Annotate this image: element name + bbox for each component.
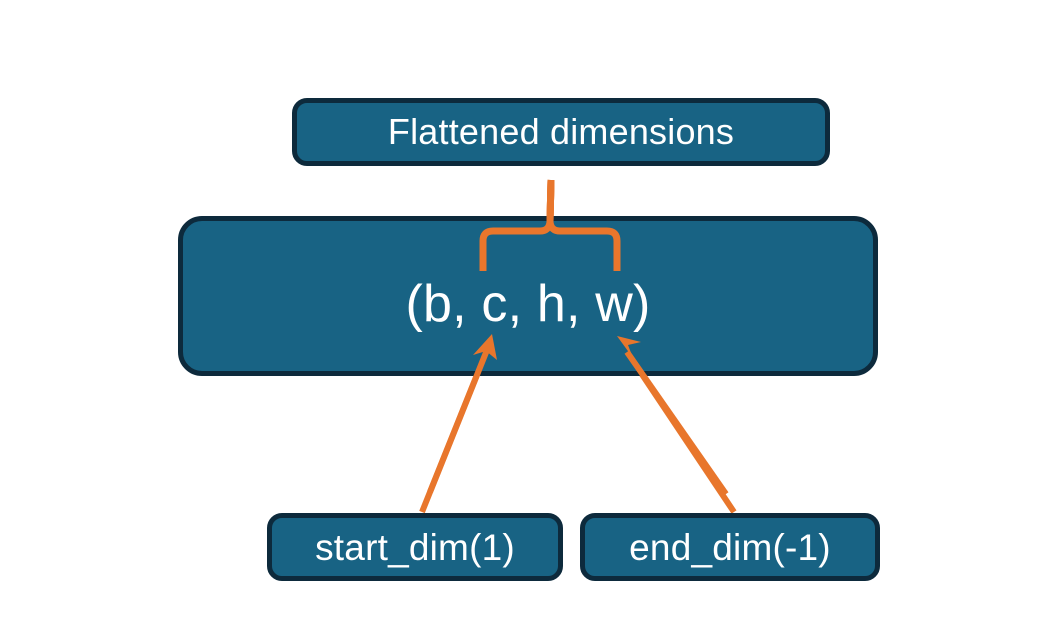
node-flattened-dimensions-label: Flattened dimensions: [387, 111, 735, 152]
node-start-dim: start_dim(1): [267, 513, 563, 581]
node-tensor-shape: (b, c, h, w): [178, 216, 878, 376]
node-start-dim-label: start_dim(1): [315, 526, 515, 568]
node-end-dim-label: end_dim(-1): [629, 526, 831, 568]
brace-overlay: [479, 179, 621, 271]
node-flattened-dimensions: Flattened dimensions: [292, 98, 830, 166]
arrow-end-dim-overlay: [617, 336, 729, 496]
arrow-start-dim-overlay: [427, 334, 497, 494]
node-end-dim: end_dim(-1): [580, 513, 880, 581]
node-tensor-shape-label: (b, c, h, w): [405, 275, 651, 333]
